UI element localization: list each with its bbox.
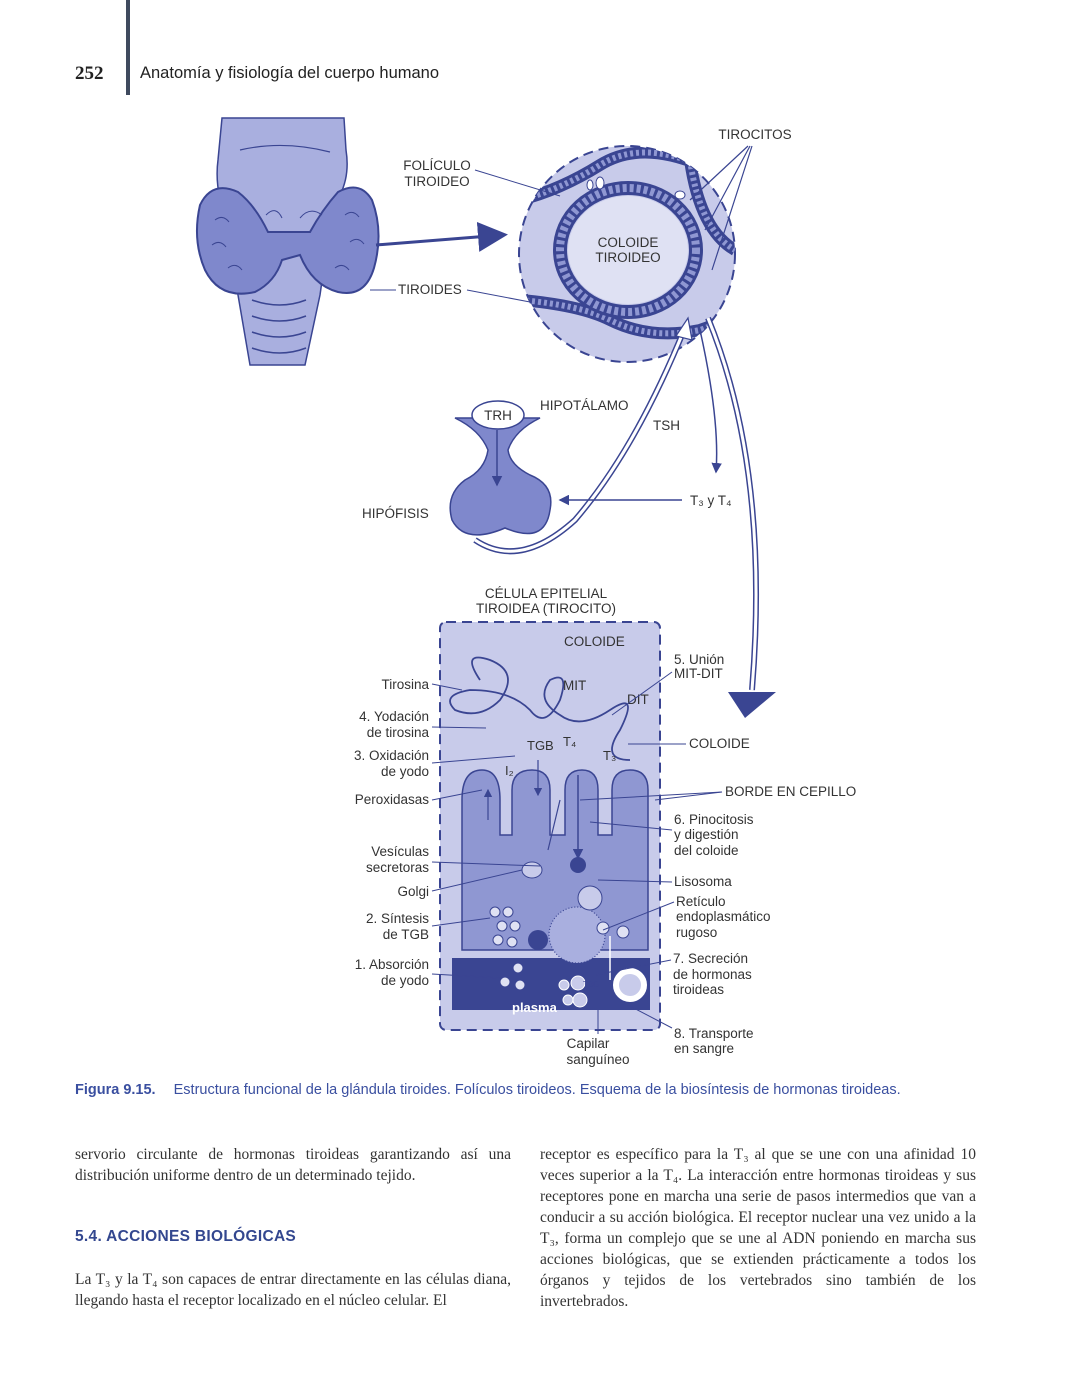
label-reticulo-2: endoplasmático <box>676 909 771 924</box>
pituitary-illustration <box>449 400 552 536</box>
label-pinocitosis-1: 6. Pinocitosis <box>674 812 754 827</box>
label-coloide-tiroideo-2: TIROIDEO <box>595 250 660 265</box>
label-capilar-2: sanguíneo <box>566 1052 629 1067</box>
label-celula-2: TIROIDEA (TIROCITO) <box>476 601 616 616</box>
label-hipotalamo: HIPOTÁLAMO <box>540 398 629 413</box>
label-plasma: plasma <box>512 1000 558 1015</box>
label-tiroides: TIROIDES <box>398 282 462 297</box>
label-vesiculas-2: secretoras <box>366 860 429 875</box>
leader-foliculo <box>474 169 561 197</box>
section-heading: 5.4. ACCIONES BIOLÓGICAS <box>75 1228 297 1245</box>
label-coloide-right: COLOIDE <box>689 736 750 751</box>
label-t3t4: T₃ y T₄ <box>690 493 732 508</box>
arrow-t3t4-down <box>699 329 722 474</box>
label-celula-1: CÉLULA EPITELIAL <box>485 586 608 601</box>
label-i2: I₂ <box>505 763 514 778</box>
paragraph-2: La T₃ y la T₄ son capaces de entrar dire… <box>75 1271 511 1309</box>
paragraph-3: receptor es específico para la T₃ al que… <box>540 1146 976 1310</box>
label-union-2: MIT-DIT <box>674 666 723 681</box>
label-foliculo-1: FOLÍCULO <box>403 158 471 173</box>
arrow-thyroid-to-follicle <box>375 221 508 252</box>
label-capilar-1: Capilar <box>567 1036 610 1051</box>
right-leaders <box>579 671 723 1034</box>
label-yodacion-2: de tirosina <box>367 725 430 740</box>
left-labels: Tirosina 4. Yodación de tirosina 3. Oxid… <box>354 677 430 988</box>
label-golgi: Golgi <box>397 884 429 899</box>
label-absorcion-1: 1. Absorción <box>355 957 429 972</box>
label-reticulo-1: Retículo <box>676 894 726 909</box>
figure-caption: Figura 9.15. Estructura funcional de la … <box>75 1082 1015 1098</box>
label-oxidacion-1: 3. Oxidación <box>354 748 429 763</box>
label-peroxidasas: Peroxidasas <box>355 792 430 807</box>
header-rule <box>126 0 130 95</box>
leader-tiroides-follicle <box>466 289 531 303</box>
label-oxidacion-2: de yodo <box>381 764 429 779</box>
label-coloide-tiroideo-1: COLOIDE <box>598 235 659 250</box>
paragraph-1: servorio circulante de hormonas tiroidea… <box>75 1146 511 1184</box>
label-transporte-1: 8. Transporte <box>674 1026 754 1041</box>
label-sintesis-1: 2. Síntesis <box>366 911 429 926</box>
label-trh: TRH <box>484 408 512 423</box>
label-absorcion-2: de yodo <box>381 973 429 988</box>
left-leaders <box>431 683 541 979</box>
body-column-right: receptor es específico para la T₃ al que… <box>540 1144 976 1312</box>
figure-caption-label: Figura 9.15. <box>75 1082 156 1098</box>
label-tirocitos: TIROCITOS <box>718 127 791 142</box>
label-secrecion-1: 7. Secreción <box>673 951 748 966</box>
label-hipofisis: HIPÓFISIS <box>362 506 429 521</box>
label-tbg: TBG <box>583 980 599 989</box>
label-secrecion-2: de hormonas <box>673 967 752 982</box>
label-pinocitosis-3: del coloide <box>674 843 739 858</box>
running-header-title: Anatomía y fisiología del cuerpo humano <box>140 64 440 82</box>
label-t3: T₃ <box>603 748 616 763</box>
label-vesiculas-1: Vesículas <box>371 844 429 859</box>
label-union-1: 5. Unión <box>674 652 724 667</box>
right-labels: 5. Unión MIT-DIT COLOIDE BORDE EN CEPILL… <box>566 652 856 1067</box>
label-foliculo-2: TIROIDEO <box>404 174 469 189</box>
label-pinocitosis-2: y digestión <box>674 827 739 842</box>
label-borde-cepillo: BORDE EN CEPILLO <box>725 784 856 799</box>
label-tgb: TGB <box>527 738 554 753</box>
page-number: 252 <box>75 63 104 84</box>
label-coloide-top: COLOIDE <box>564 634 625 649</box>
label-t4: T₄ <box>563 734 576 749</box>
figure-caption-text: Estructura funcional de la glándula tiro… <box>173 1082 901 1098</box>
label-tirosina: Tirosina <box>381 677 429 692</box>
label-transporte-2: en sangre <box>674 1041 734 1056</box>
thyrocyte-cell-diagram <box>439 621 661 1031</box>
label-lisosoma: Lisosoma <box>674 874 732 889</box>
thyroid-figure: FOLÍCULO TIROIDEO TIROCITOS COLOIDE TIRO… <box>196 117 856 1067</box>
thyroid-gland-illustration <box>196 186 380 295</box>
label-dit: DIT <box>627 692 649 707</box>
label-sintesis-2: de TGB <box>383 927 429 942</box>
leader-tirocitos <box>689 145 753 271</box>
label-mit: MIT <box>563 678 586 693</box>
label-secrecion-3: tiroideas <box>673 982 724 997</box>
label-tsh: TSH <box>653 418 680 433</box>
label-reticulo-3: rugoso <box>676 925 717 940</box>
label-yodacion-1: 4. Yodación <box>359 709 429 724</box>
body-column-left: servorio circulante de hormonas tiroidea… <box>75 1144 511 1311</box>
